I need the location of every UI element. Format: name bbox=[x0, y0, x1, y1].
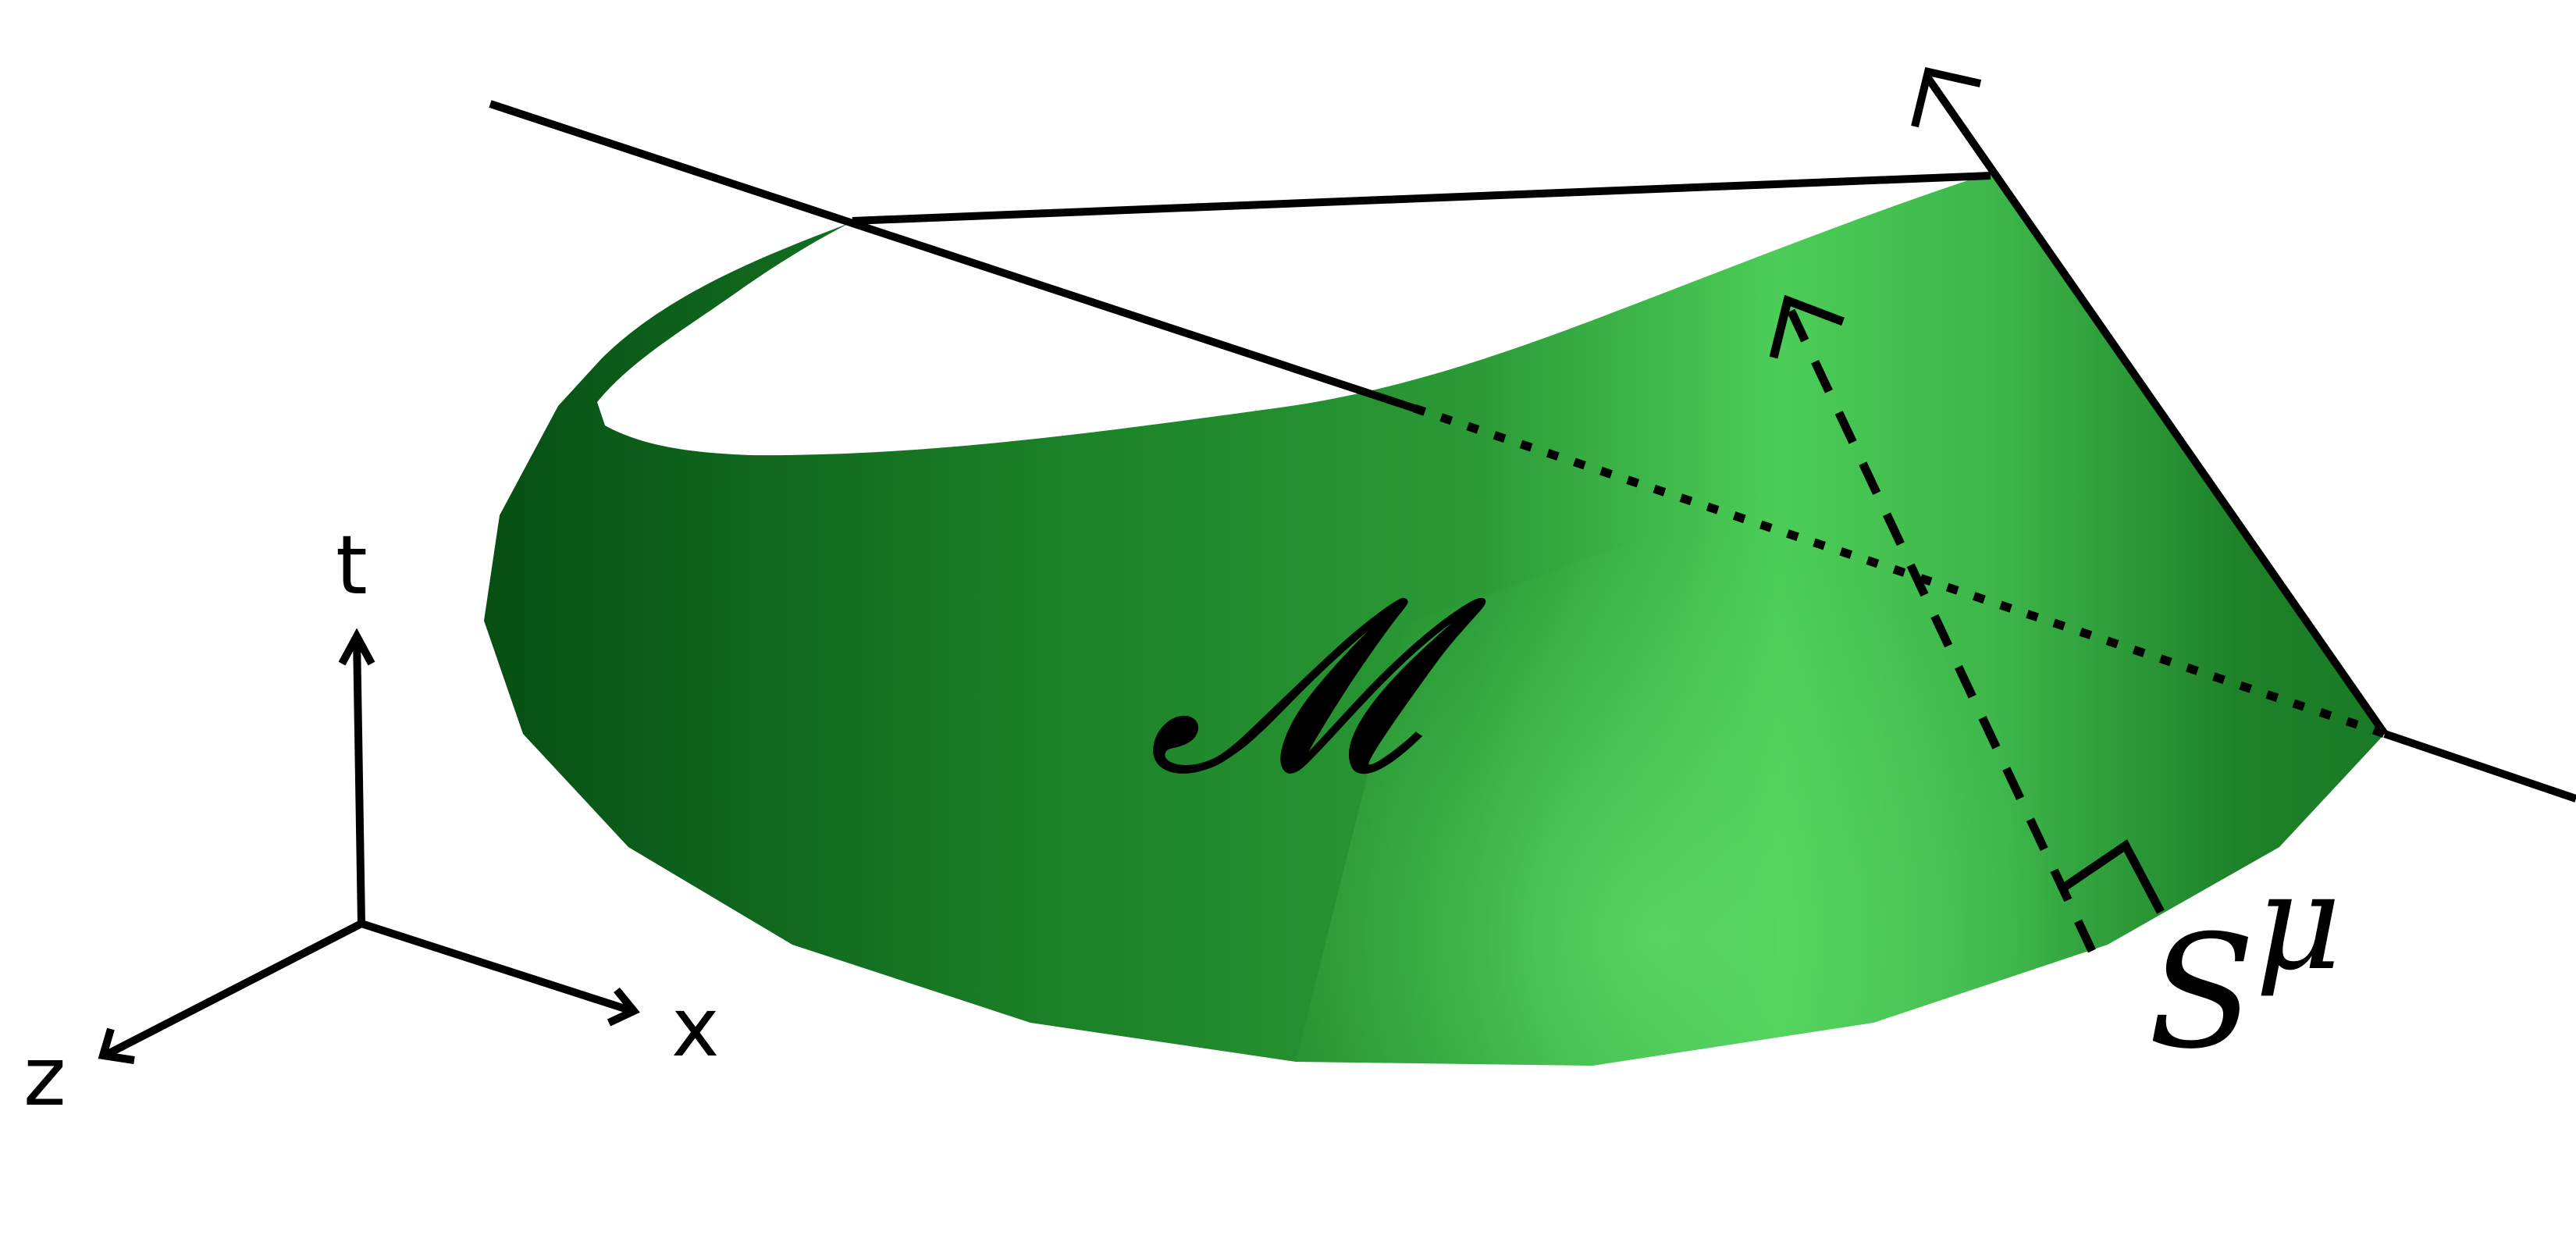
right-angle-marker-icon bbox=[2059, 839, 2165, 914]
normal-vector bbox=[1769, 294, 2165, 953]
normal-vector-line bbox=[1785, 304, 2096, 953]
plane-edge-lower bbox=[2383, 730, 2576, 803]
vector-label-index: μ bbox=[2255, 846, 2341, 1000]
z-axis bbox=[105, 920, 364, 1058]
vector-label-base: S bbox=[2148, 902, 2255, 1084]
plane-edge-right bbox=[1924, 76, 2389, 736]
plane-edge-left bbox=[489, 100, 1416, 412]
z-axis-arrow-icon bbox=[98, 1027, 135, 1064]
plane-edge-top bbox=[852, 172, 1991, 225]
x-axis-arrow-icon bbox=[607, 987, 640, 1027]
normal-vector-arrow-icon bbox=[1769, 294, 1845, 359]
x-axis bbox=[360, 920, 634, 1015]
coordinate-axes bbox=[98, 628, 640, 1064]
dotted-intersection-line bbox=[1413, 404, 2386, 739]
t-axis bbox=[353, 635, 365, 924]
x-axis-label: x bbox=[671, 980, 720, 1075]
hyperplane-lines bbox=[489, 76, 2576, 803]
t-axis-arrow-icon bbox=[338, 628, 375, 666]
manifold-surface bbox=[484, 172, 2385, 1066]
t-axis-label: t bbox=[336, 518, 368, 613]
plane-arrow-head-icon bbox=[1911, 67, 1982, 128]
z-axis-label: z bbox=[23, 1029, 66, 1124]
vector-label: Sμ bbox=[2148, 846, 2342, 1084]
